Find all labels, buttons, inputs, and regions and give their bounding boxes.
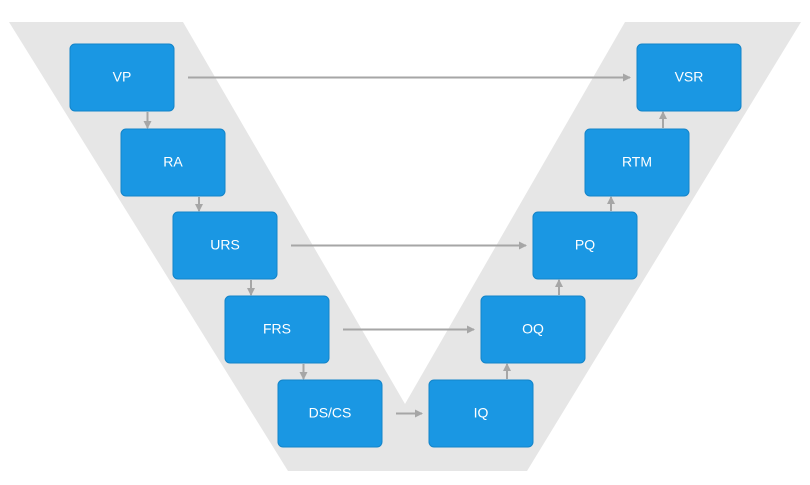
node-ra: RA xyxy=(120,128,226,197)
node-oq: OQ xyxy=(480,295,586,364)
node-urs-label: URS xyxy=(210,237,240,253)
node-rtm: RTM xyxy=(584,128,690,197)
node-pq: PQ xyxy=(532,211,638,280)
node-iq-box xyxy=(428,379,534,448)
node-frs-label: FRS xyxy=(263,321,291,337)
node-ra-box xyxy=(120,128,226,197)
node-urs: URS xyxy=(172,211,278,280)
node-ra-label: RA xyxy=(163,154,183,170)
node-dscs-box xyxy=(277,379,383,448)
node-iq: IQ xyxy=(428,379,534,448)
node-oq-box xyxy=(480,295,586,364)
node-oq-label: OQ xyxy=(522,321,544,337)
node-urs-box xyxy=(172,211,278,280)
connector-layer xyxy=(143,73,667,418)
node-frs: FRS xyxy=(224,295,330,364)
node-pq-label: PQ xyxy=(575,237,595,253)
node-vsr: VSR xyxy=(636,43,742,112)
node-rtm-box xyxy=(584,128,690,197)
node-vsr-label: VSR xyxy=(675,69,704,85)
node-vp-box xyxy=(69,43,175,112)
node-vsr-box xyxy=(636,43,742,112)
node-dscs-label: DS/CS xyxy=(309,405,352,421)
node-iq-label: IQ xyxy=(474,405,489,421)
node-frs-box xyxy=(224,295,330,364)
node-pq-box xyxy=(532,211,638,280)
node-dscs: DS/CS xyxy=(277,379,383,448)
node-vp: VP xyxy=(69,43,175,112)
node-vp-label: VP xyxy=(113,69,132,85)
node-rtm-label: RTM xyxy=(622,154,652,170)
